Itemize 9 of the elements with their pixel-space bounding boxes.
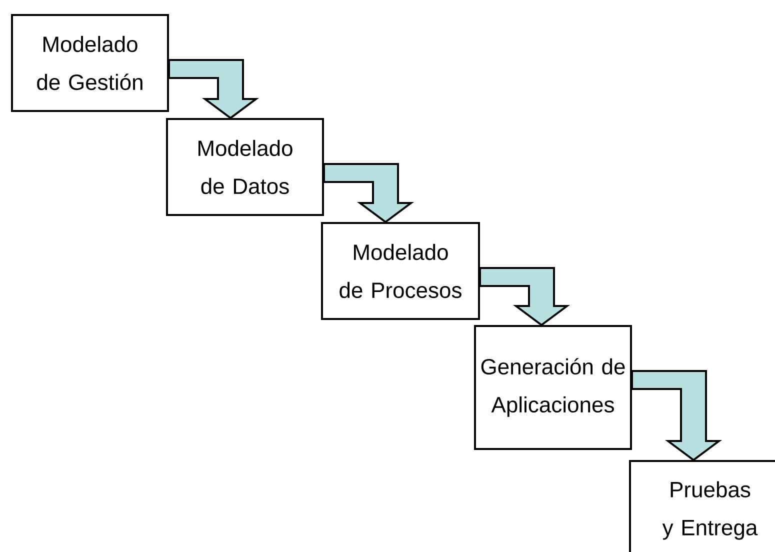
process-box: Pruebas y Entrega xyxy=(629,460,775,552)
process-box: Modelado de Procesos xyxy=(321,222,480,320)
process-box: Generación de Aplicaciones xyxy=(474,325,632,450)
block-arrow xyxy=(631,370,722,462)
process-box: Modelado de Datos xyxy=(166,118,324,216)
block-arrow xyxy=(323,163,414,224)
block-arrow xyxy=(479,267,570,326)
process-box: Modelado de Gestión xyxy=(11,14,169,112)
block-arrow xyxy=(168,59,260,120)
